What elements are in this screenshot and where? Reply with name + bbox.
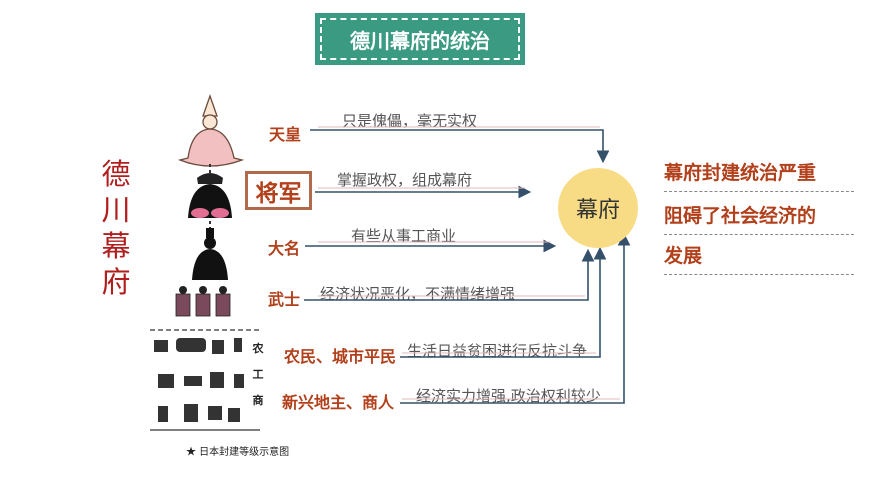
desc-daimyo: 有些从事工商业 <box>351 227 457 245</box>
vertical-char: 幕 <box>101 229 131 263</box>
desc-samurai: 经济状况恶化，不满情绪增强 <box>320 285 516 303</box>
rank-emperor: 天皇 <box>269 125 302 144</box>
arrow-merchants <box>400 232 631 404</box>
rank-shogun: 将军 <box>245 171 312 210</box>
class-label-merchant: 商 <box>252 394 264 407</box>
class-label-artisan: 工 <box>252 368 264 381</box>
desc-peasants: 生活日益贫困进行反抗斗争 <box>407 342 588 360</box>
title-banner: 德川幕府的统治 <box>315 13 525 65</box>
arrow-samurai <box>304 248 595 301</box>
figure-caption: ★ 日本封建等级示意图 <box>186 447 290 458</box>
conclusion-line-3: 发展 <box>664 241 854 275</box>
vertical-char: 府 <box>101 265 131 299</box>
class-label-farmer: 农 <box>252 342 264 355</box>
desc-merchants: 经济实力增强,政治权利较少 <box>416 387 601 405</box>
desc-emperor: 只是傀儡，毫无实权 <box>342 112 478 130</box>
vertical-char: 川 <box>101 193 131 227</box>
desc-shogun: 掌握政权，组成幕府 <box>337 171 473 189</box>
rank-samurai: 武士 <box>268 290 301 309</box>
arrow-peasants <box>400 246 607 358</box>
conclusion-line-1: 幕府封建统治严重 <box>664 158 854 192</box>
daimyo-figure-icon <box>192 228 228 280</box>
vertical-char: 德 <box>101 157 131 191</box>
vertical-title: 德 川 幕 府 <box>98 156 134 300</box>
bakufu-circle: 幕府 <box>558 168 638 248</box>
rank-peasants: 农民、城市平民 <box>284 347 397 366</box>
shogun-figure-icon <box>188 173 232 218</box>
hierarchy-illustration <box>150 94 260 431</box>
class-labels: 农 工 商 <box>250 336 266 414</box>
samurai-figures-icon <box>175 286 231 317</box>
commoners-figures-icon <box>154 338 244 422</box>
page-title: 德川幕府的统治 <box>320 18 520 60</box>
arrow-emperor <box>310 129 610 164</box>
conclusion-line-2: 阻碍了社会经济的 <box>664 201 854 235</box>
rank-merchants: 新兴地主、商人 <box>282 393 395 412</box>
emperor-figure-icon <box>177 94 245 167</box>
rank-daimyo: 大名 <box>268 239 301 258</box>
